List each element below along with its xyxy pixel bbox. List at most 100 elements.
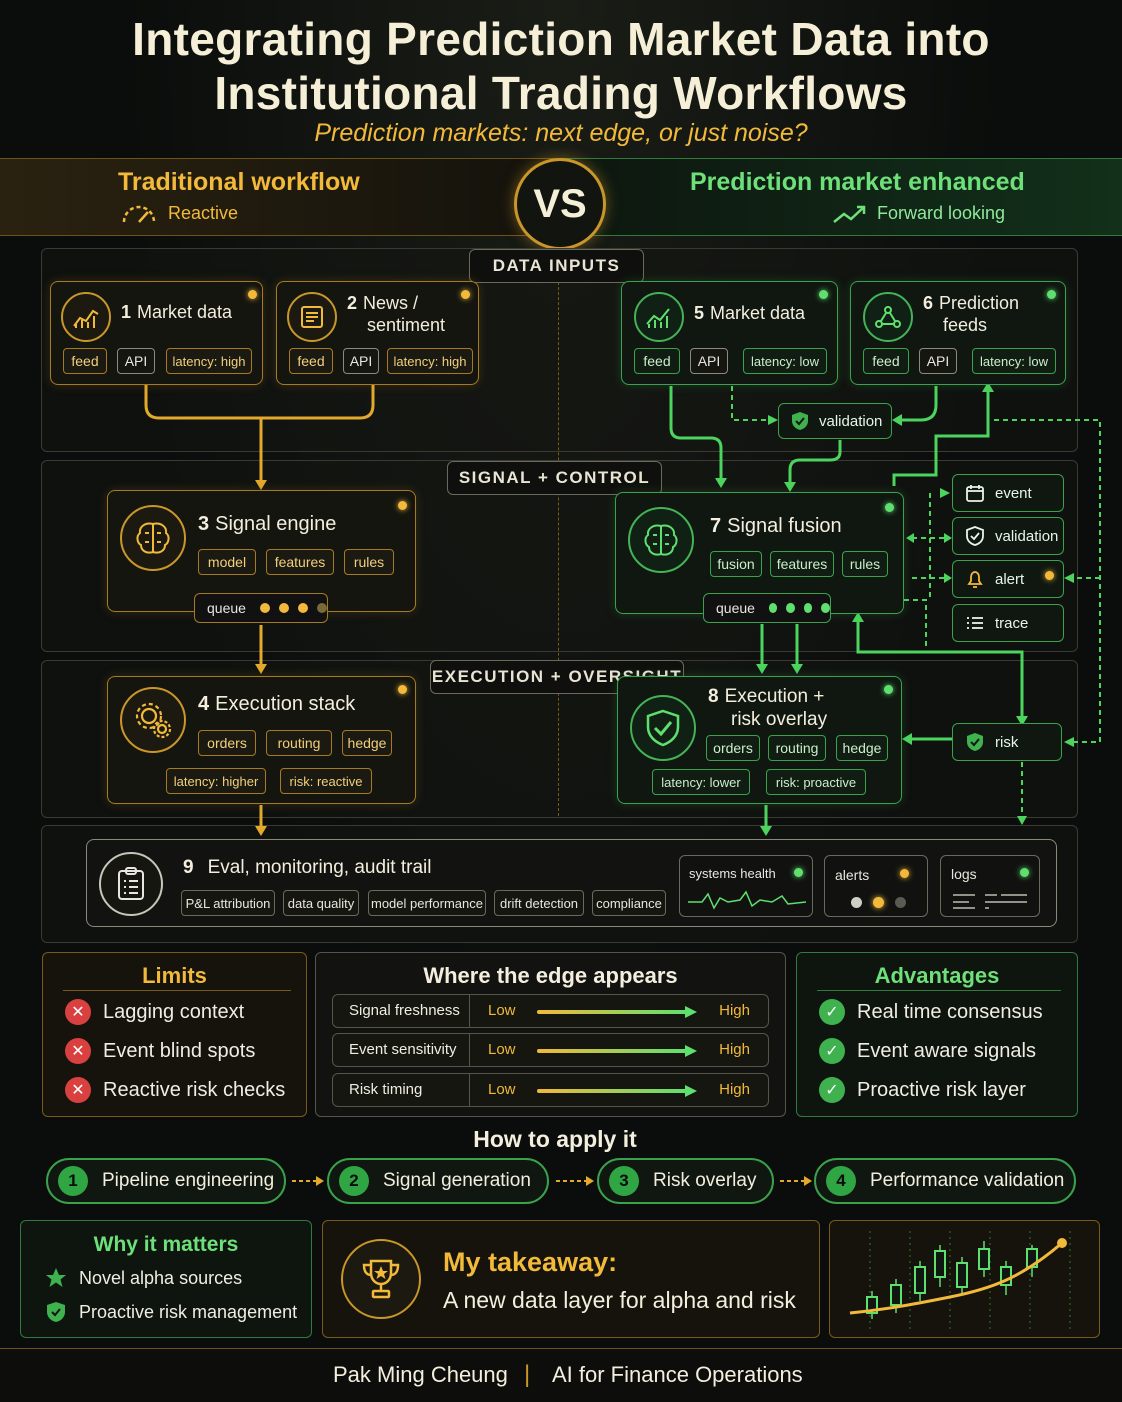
step-arrows — [292, 1176, 812, 1186]
edge-high: High — [719, 1081, 750, 1098]
subtitle: Prediction markets: next edge, or just n… — [314, 119, 808, 147]
node-number: 8 — [708, 686, 719, 707]
queue-dot — [259, 603, 270, 613]
advantage-text: Proactive risk layer — [857, 1078, 1026, 1101]
takeaway-text: A new data layer for alpha and risk — [443, 1287, 796, 1313]
tag-drift-detection: drift detection — [494, 890, 584, 916]
limit-text: Lagging context — [103, 1000, 245, 1023]
bell-icon — [967, 571, 983, 588]
tag-routing: routing — [266, 730, 332, 756]
tag-latency: latency: low — [743, 348, 827, 374]
traditional-band — [0, 158, 561, 236]
limits-divider — [63, 990, 291, 991]
step-number: 4 — [826, 1166, 856, 1196]
enhanced-band — [561, 158, 1122, 236]
candlestick-panel — [829, 1220, 1100, 1338]
node-number: 6 — [923, 293, 934, 313]
calendar-icon — [966, 485, 984, 502]
trend-up-icon — [833, 205, 866, 223]
node-number: 9 — [183, 857, 194, 878]
node-title: Market data — [137, 302, 233, 322]
shield-check-icon — [792, 412, 808, 430]
shield-check-icon — [966, 526, 984, 546]
limit-item: ✕ Lagging context — [65, 999, 244, 1025]
tag-model: model — [198, 549, 256, 575]
why-panel: Why it matters Novel alpha sources Proac… — [20, 1220, 312, 1338]
meta-risk: risk: proactive — [766, 769, 866, 795]
edge-separator — [469, 1034, 470, 1066]
step-performance-validation[interactable]: 4 Performance validation — [814, 1158, 1076, 1204]
status-dot — [398, 501, 407, 510]
logs-dot — [1020, 868, 1029, 877]
gauge-icon — [122, 205, 156, 223]
list-icon — [967, 617, 983, 629]
node-title-a: Execution + — [724, 686, 825, 707]
tag-api: API — [919, 348, 957, 374]
traditional-title: Traditional workflow — [118, 168, 360, 196]
validation-gate[interactable]: validation — [778, 403, 892, 439]
step-label: Performance validation — [870, 1170, 1065, 1191]
node-title-b: risk overlay — [731, 709, 828, 730]
risk-box[interactable]: risk — [952, 723, 1062, 761]
shield-check-icon — [630, 695, 696, 761]
log-lines-icon — [953, 894, 1027, 909]
alerts-label: alerts — [835, 867, 870, 883]
tag-latency: latency: high — [387, 348, 473, 374]
node-number: 7 — [710, 515, 722, 537]
why-title: Why it matters — [93, 1233, 239, 1256]
alerts-dot — [900, 869, 909, 878]
validation-box[interactable]: validation — [952, 517, 1064, 555]
advantage-text: Event aware signals — [857, 1039, 1036, 1062]
tag-latency: latency: low — [972, 348, 1056, 374]
validation-label: validation — [995, 527, 1059, 545]
data-inputs-label: DATA INPUTS — [469, 249, 644, 283]
check-icon: ✓ — [819, 1077, 845, 1103]
x-icon: ✕ — [65, 1077, 91, 1103]
health-dot — [794, 868, 803, 877]
edge-separator — [469, 1074, 470, 1106]
tag-compliance: compliance — [592, 890, 666, 916]
tag-feed: feed — [63, 348, 107, 374]
edge-row: Event sensitivity Low High — [332, 1033, 769, 1067]
why-item: Proactive risk management — [45, 1301, 297, 1323]
logs-label: logs — [951, 866, 977, 882]
node-number: 2 — [347, 293, 358, 313]
advantage-item: ✓ Proactive risk layer — [819, 1077, 1026, 1103]
check-icon: ✓ — [819, 999, 845, 1025]
trace-box[interactable]: trace — [952, 604, 1064, 642]
meta-latency: latency: lower — [652, 769, 750, 795]
queue-dot — [786, 603, 795, 613]
edge-title: Where the edge appears — [423, 963, 678, 988]
newspaper-icon — [287, 292, 337, 342]
event-box[interactable]: event — [952, 474, 1064, 512]
tag-api: API — [117, 348, 155, 374]
tag-api: API — [343, 348, 379, 374]
node-number: 3 — [198, 513, 210, 535]
status-dot — [885, 503, 894, 512]
x-icon: ✕ — [65, 999, 91, 1025]
author-name: Pak Ming Cheung — [333, 1362, 508, 1387]
edge-high: High — [719, 1002, 750, 1019]
edge-row-label: Risk timing — [349, 1081, 423, 1098]
validation-label: validation — [819, 412, 883, 430]
vs-badge: VS — [514, 158, 606, 250]
enhanced-title: Prediction market enhanced — [690, 168, 1025, 196]
edge-low: Low — [488, 1002, 516, 1019]
alert-box[interactable]: alert — [952, 560, 1064, 598]
gradient-arrow — [537, 1006, 697, 1018]
footer: Pak Ming Cheung | AI for Finance Operati… — [0, 1348, 1122, 1402]
apply-title: How to apply it — [473, 1126, 637, 1152]
alert-indicator — [851, 897, 862, 908]
